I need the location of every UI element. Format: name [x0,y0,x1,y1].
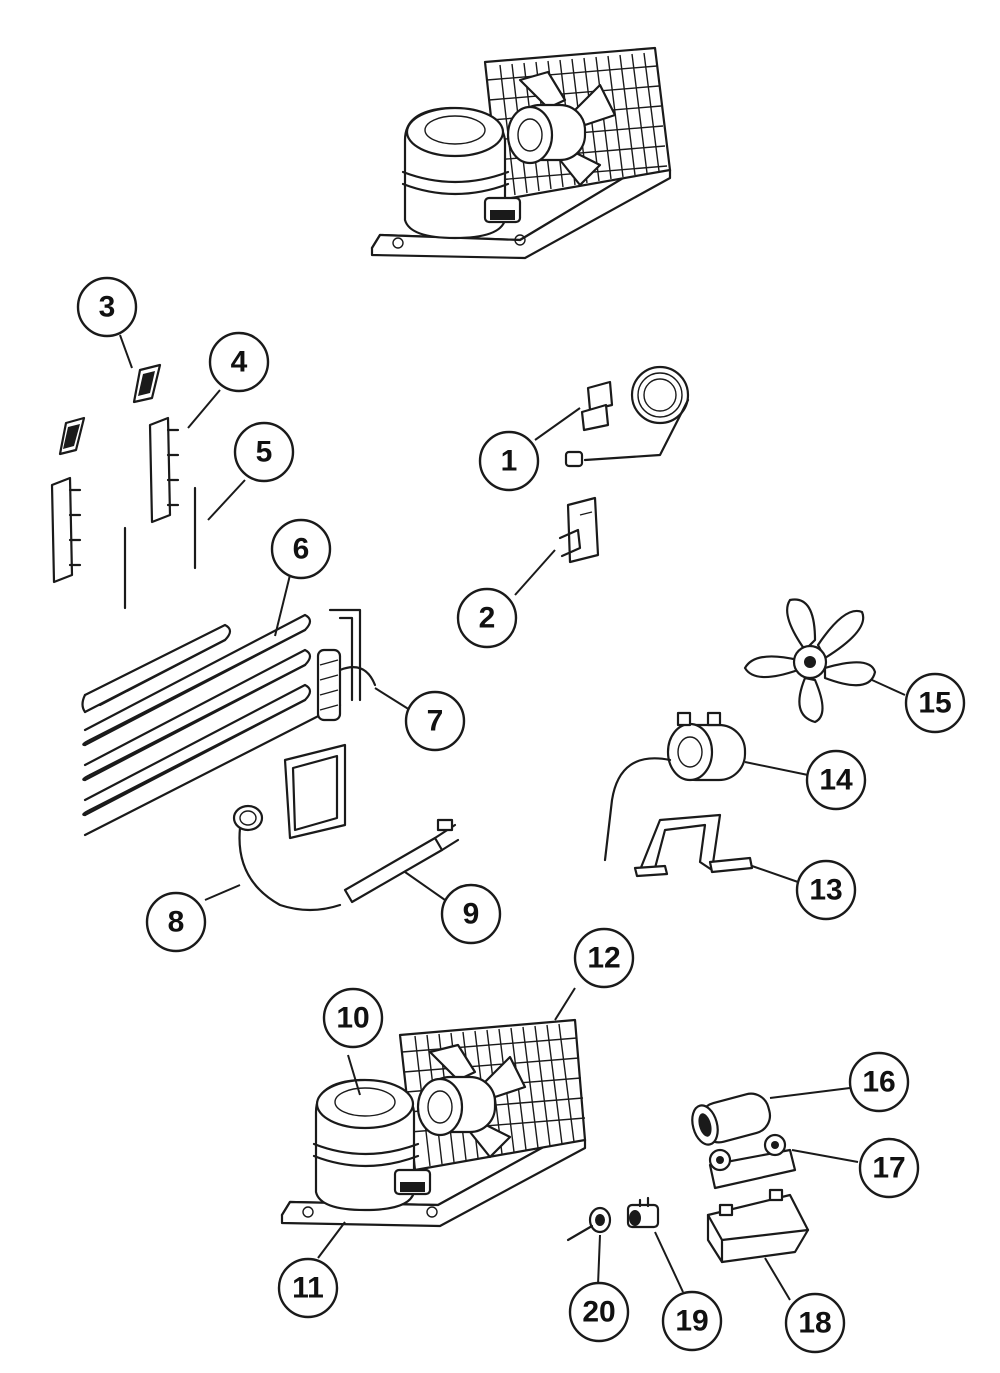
part-20-grommet [566,1206,612,1242]
callout-15: 15 [904,672,966,734]
callout-6: 6 [270,518,332,580]
callout-18-label: 18 [798,1307,831,1340]
callout-5-label: 5 [256,436,273,469]
callout-9: 9 [440,883,502,945]
callout-10-label: 10 [336,1002,369,1035]
callout-16-label: 16 [862,1066,895,1099]
part-15-fan-blade [743,598,877,724]
condensing-unit-assembly-top [370,46,672,260]
callout-15-label: 15 [918,687,951,720]
callout-11: 11 [277,1257,339,1319]
leader-lines [119,334,906,1301]
part-5-rod [123,486,197,610]
callout-6-label: 6 [293,533,310,566]
part-4-bracket [50,416,180,584]
part-8-capillary-tube [232,743,347,912]
callout-7: 7 [404,690,466,752]
callout-4-label: 4 [231,346,248,379]
callout-17-label: 17 [872,1152,905,1185]
callout-14-label: 14 [819,764,853,797]
callout-11-label: 11 [292,1272,324,1305]
callout-3-label: 3 [99,291,116,324]
callout-1-label: 1 [501,445,518,478]
part-18-relay [706,1188,810,1264]
callout-12: 12 [573,927,635,989]
callout-13: 13 [795,859,857,921]
callout-16: 16 [848,1051,910,1113]
callout-2-label: 2 [479,602,496,635]
callout-3: 3 [76,276,138,338]
callout-1: 1 [478,430,540,492]
callout-12-label: 12 [587,942,620,975]
callout-20: 20 [568,1281,630,1343]
callout-19-label: 19 [675,1305,708,1338]
part-6-evaporator-coil [81,608,362,837]
part-3-gasket [58,363,162,456]
part-9-filter-drier [343,818,460,904]
callout-10: 10 [322,987,384,1049]
callout-7-label: 7 [427,705,444,738]
condensing-unit-assembly-bottom [280,1018,587,1228]
callout-8-label: 8 [168,906,185,939]
part-17-capacitor-clamp [708,1133,797,1190]
callout-8: 8 [145,891,207,953]
callout-5: 5 [233,421,295,483]
callout-20-label: 20 [582,1296,615,1329]
callout-14: 14 [805,749,867,811]
callout-9-label: 9 [463,898,480,931]
part-19-overload [626,1196,660,1229]
part-13-motor-bracket [633,813,754,878]
callout-19: 19 [661,1290,723,1352]
callout-18: 18 [784,1292,846,1354]
part-7-drier [316,648,377,722]
part-16-capacitor [691,1092,772,1146]
part-1-thermostat [564,365,690,468]
part-14-fan-motor [603,711,747,862]
callout-13-label: 13 [809,874,842,907]
callout-4: 4 [208,331,270,393]
callout-17: 17 [858,1137,920,1199]
callout-2: 2 [456,587,518,649]
part-2-thermostat-bracket [558,496,600,564]
